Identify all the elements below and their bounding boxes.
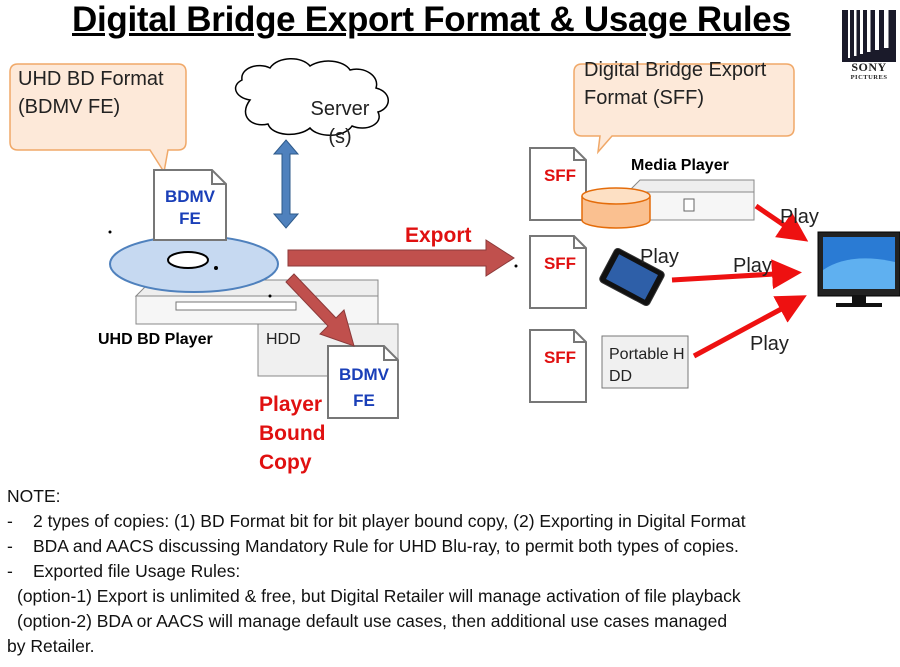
note-bullet: -2 types of copies: (1) BD Format bit fo… <box>7 511 746 531</box>
callout-sff-text: Digital Bridge Export Format (SFF) <box>584 59 767 109</box>
note-option: (option-1) Export is unlimited & free, b… <box>17 586 741 606</box>
sony-pictures-wordmark: SONY PICTURES <box>850 60 888 81</box>
play-arrow-tablet <box>671 259 802 290</box>
sff-document-1 <box>529 147 587 221</box>
sff-label-3: SFF <box>543 348 577 367</box>
sff-label-2: SFF <box>543 254 577 273</box>
bdmv-label-bottom: BDMV FE <box>338 365 390 410</box>
note-bullet: -Exported file Usage Rules: <box>7 561 241 581</box>
note-bullet: -BDA and AACS discussing Mandatory Rule … <box>7 536 739 556</box>
play-arrow-media <box>754 203 809 242</box>
note-tail: by Retailer. <box>7 636 95 656</box>
play-arrow-hdd <box>692 295 807 359</box>
play-label-2: Play <box>640 246 679 268</box>
export-arrow <box>287 239 515 277</box>
server-cloud <box>234 58 389 136</box>
play-label-3: Play <box>733 255 772 277</box>
play-label-1: Play <box>780 206 819 228</box>
portable-hdd-box <box>601 335 689 389</box>
server-label: Server (s) <box>310 98 370 148</box>
diagram-canvas <box>9 58 900 419</box>
storage-cylinder <box>581 187 651 229</box>
sff-document-2 <box>529 235 587 309</box>
note-option: (option-2) BDA or AACS will manage defau… <box>17 611 728 631</box>
monitor-tv <box>817 231 900 307</box>
bdmv-fe-document <box>153 169 227 241</box>
server-double-arrow <box>272 139 300 229</box>
media-player-label: Media Player <box>631 157 729 174</box>
hdd-label: HDD <box>266 331 301 348</box>
callout-uhd-bd-format <box>9 63 187 175</box>
callout-uhd-bd-format-text: UHD BD Format (BDMV FE) <box>18 68 164 118</box>
play-label-4: Play <box>750 333 789 355</box>
note-section: NOTE: -2 types of copies: (1) BD Format … <box>7 484 897 659</box>
callout-sff <box>573 63 795 155</box>
portable-hdd-label: Portable HDD <box>609 346 685 385</box>
bd-disc <box>109 235 279 293</box>
copy-arrow <box>285 273 355 347</box>
bdmv-label-top: BDMV FE <box>164 187 216 228</box>
page-title: Digital Bridge Export Format & Usage Rul… <box>72 0 791 39</box>
player-bound-copy-document <box>327 345 399 419</box>
player-bound-copy-label: Player Bound Copy <box>259 393 326 474</box>
sony-pictures-logo <box>842 10 896 62</box>
tablet-device <box>599 247 665 307</box>
uhd-bd-player-label: UHD BD Player <box>98 331 213 348</box>
sff-label-1: SFF <box>543 166 577 185</box>
sff-document-3 <box>529 329 587 403</box>
note-heading: NOTE: <box>7 486 61 506</box>
export-label: Export <box>405 224 472 247</box>
